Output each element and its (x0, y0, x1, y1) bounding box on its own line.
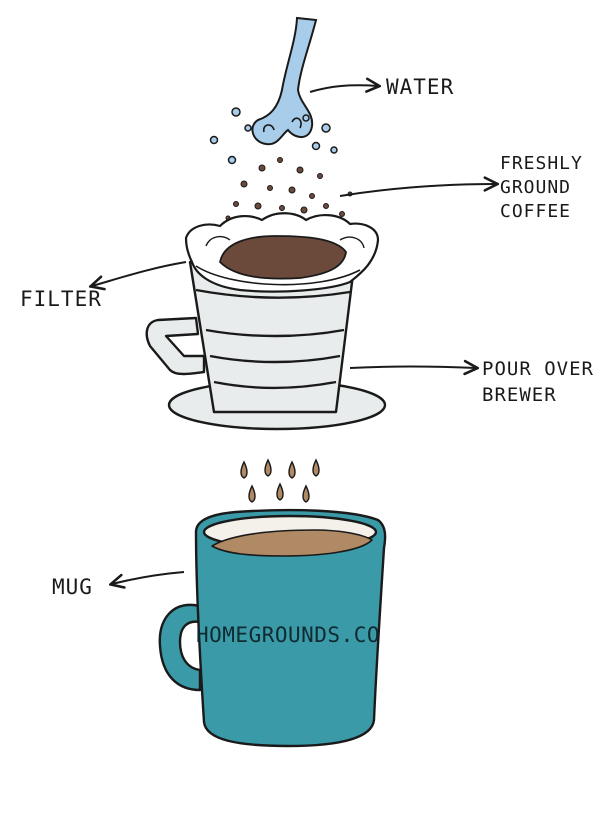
filter-arrow (92, 261, 187, 286)
label-water-text: WATER (386, 75, 455, 99)
label-water: WATER (386, 74, 454, 100)
mug-brand-text: HOMEGROUNDS.CO (196, 623, 380, 647)
pour-over-brewer (145, 260, 387, 431)
paper-filter (184, 212, 380, 293)
mug-arrow (112, 571, 185, 584)
water-droplets (209, 107, 338, 165)
label-coffee-line-2: GROUND (500, 177, 572, 198)
label-coffee-line-1: FRESHLY (500, 153, 583, 174)
water-stream (251, 16, 318, 146)
label-filter: FILTER (20, 286, 102, 312)
label-brewer-line-2: BREWER (482, 384, 557, 406)
brewer-arrow (349, 367, 476, 369)
label-mug: MUG (52, 574, 93, 600)
label-pour-over-brewer: POUR OVER BREWER (482, 356, 594, 408)
mug (158, 508, 387, 748)
label-freshly-ground-coffee: FRESHLY GROUND COFFEE (500, 152, 583, 224)
label-mug-text: MUG (52, 575, 93, 599)
label-brewer-line-1: POUR OVER (482, 358, 594, 380)
label-coffee-line-3: COFFEE (500, 201, 572, 222)
label-filter-text: FILTER (20, 287, 102, 311)
water-arrow (309, 85, 378, 93)
coffee-arrow (339, 184, 496, 197)
